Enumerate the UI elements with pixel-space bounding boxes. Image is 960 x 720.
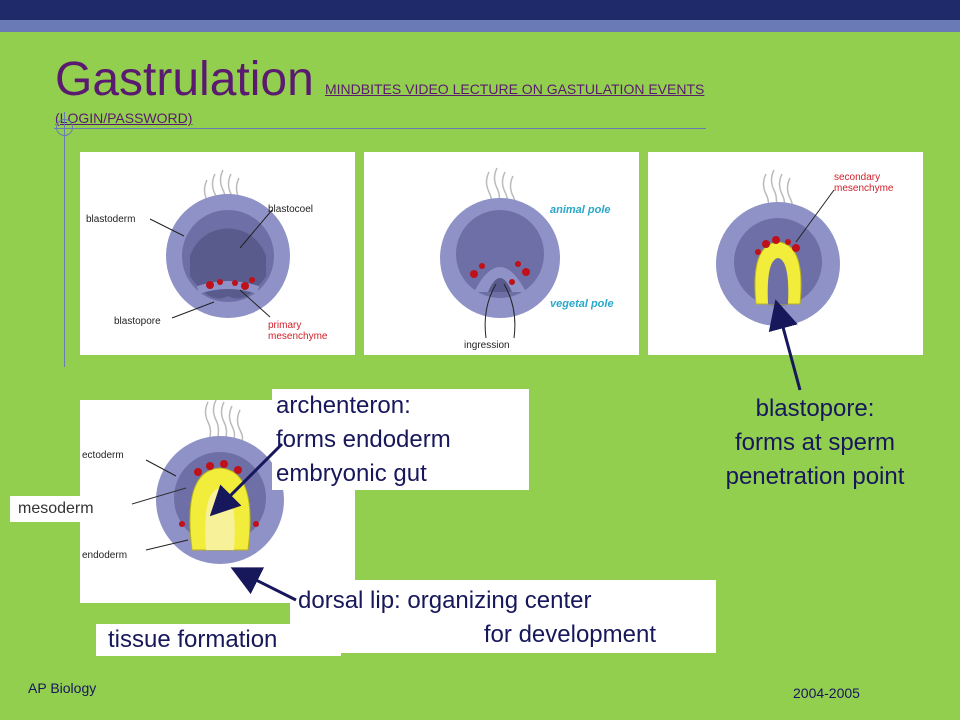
ingression-illustration [440,167,560,339]
archenteron-box: archenteron: forms endoderm embryonic gu… [272,389,529,490]
tissue-formation-label: tissue formation [96,624,341,656]
footer-course: AP Biology [28,680,97,696]
mesoderm-label: mesoderm [10,496,140,522]
label-animal-pole: animal pole [550,204,611,216]
label-blastocoel: blastocoel [268,204,314,215]
label-blastoderm: blastoderm [86,214,136,225]
dorsal-lip-line-2: for development [483,621,656,648]
slide-title: Gastrulation [55,53,314,106]
dorsal-lip-box: dorsal lip: organizing center for develo… [290,580,716,653]
blastopore-line-3: penetration point [725,463,905,490]
label-ectoderm: ectoderm [82,450,124,461]
label-ingression: ingression [464,340,510,351]
label-blastopore: blastopore [114,316,161,327]
guide-circle [56,119,73,136]
dorsal-lip-heading: dorsal lip: organizing center [298,587,592,614]
panel-ingression: animal pole vegetal pole ingression [364,152,639,355]
panel-blastula: blastoderm blastocoel blastopore primary… [80,152,355,355]
blastula-illustration [149,169,290,319]
top-bar-accent [0,20,960,32]
label-vegetal-pole: vegetal pole [550,298,614,310]
title-divider [54,128,706,129]
video-lecture-link[interactable]: MINDBITES VIDEO LECTURE ON GASTULATION E… [325,81,705,97]
blastopore-heading: blastopore: [755,395,875,422]
archenteron-line-2: forms endoderm [276,426,451,453]
label-endoderm: endoderm [82,550,128,561]
archenteron-heading: archenteron: [276,392,411,419]
blastopore-annotation: blastopore: forms at sperm penetration p… [700,392,930,494]
footer-year: 2004-2005 [793,685,860,701]
blastopore-line-2: forms at sperm [734,429,896,456]
secondary-mesenchyme-illustration [716,169,840,326]
top-bar [0,0,960,20]
archenteron-line-3: embryonic gut [276,460,427,487]
login-password-link[interactable]: (LOGIN/PASSWORD) [55,110,193,126]
left-guide-line [64,112,65,367]
